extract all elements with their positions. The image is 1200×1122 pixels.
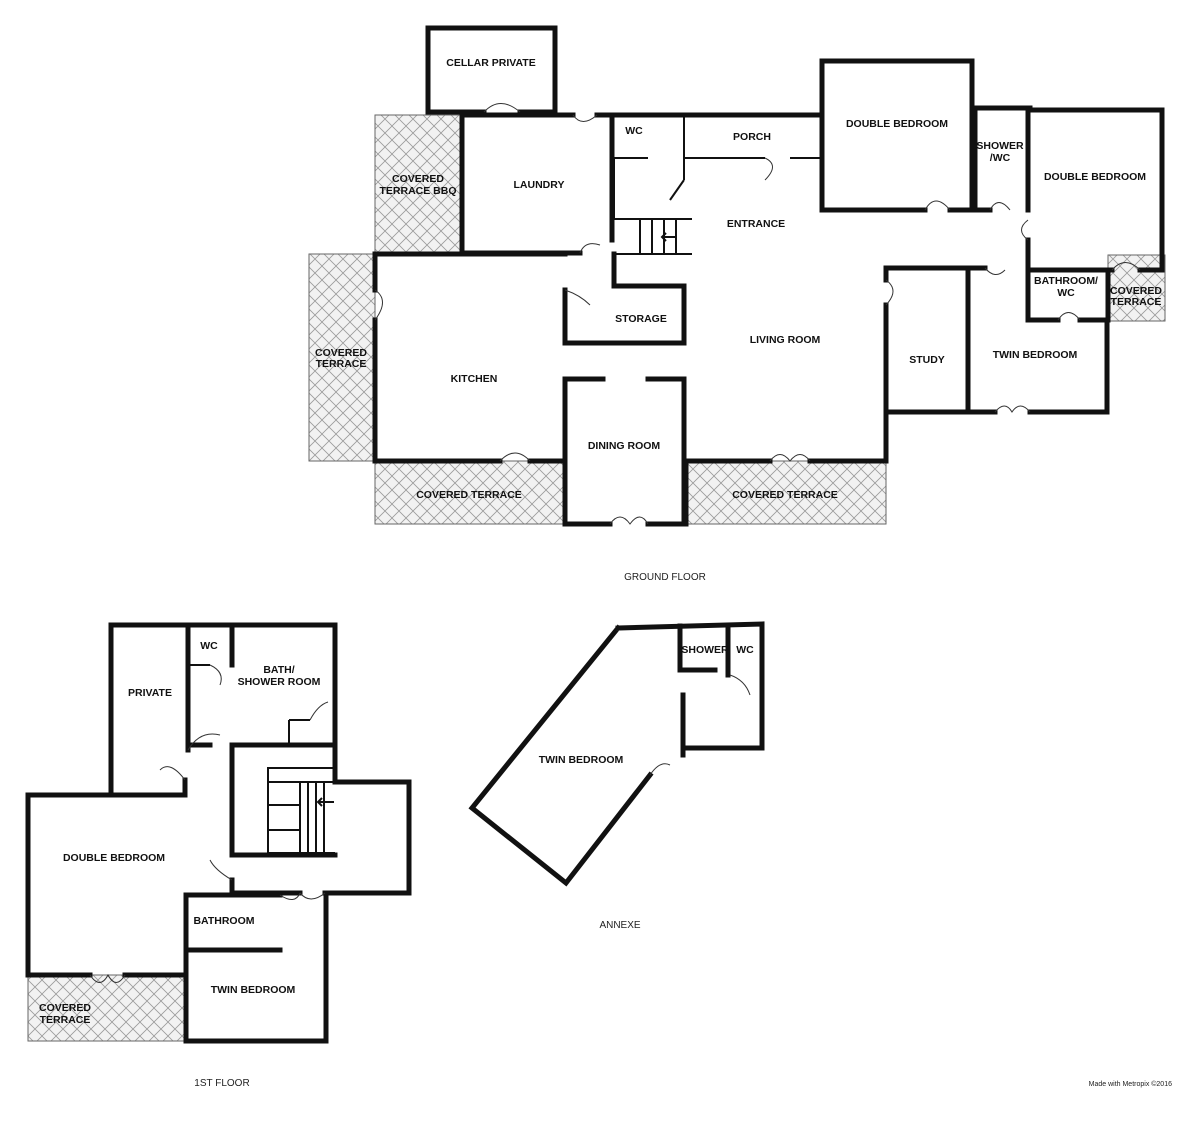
annexe: SHOWER WC TWIN BEDROOM ANNEXE (468, 621, 765, 931)
door-bedroom2 (1021, 219, 1029, 241)
double-bedroom-walls (25, 792, 189, 978)
annexe-shower-walls (677, 623, 731, 751)
label-shower: SHOWER (681, 644, 729, 656)
terrace-bottom-right (685, 460, 887, 525)
label-study: STUDY (909, 354, 945, 366)
door-kitchen-terrace (374, 289, 383, 321)
twin-bedroom-walls (965, 265, 1110, 415)
door-annexe (649, 763, 671, 776)
door-bathroom (279, 892, 301, 900)
door-private-bed (159, 766, 186, 781)
door-study (885, 279, 894, 306)
label-double-bedroom: DOUBLE BEDROOM (63, 852, 165, 864)
door-twin-bottom (994, 405, 1031, 413)
door-storage (564, 289, 591, 306)
label-bathroom: BATHROOM (193, 915, 254, 927)
study-walls (883, 265, 971, 415)
first-terrace (27, 974, 187, 1042)
kitchen-walls (372, 251, 568, 464)
ground-floor-label: GROUND FLOOR (624, 572, 706, 583)
private-walls (108, 622, 191, 798)
label-double-bedroom-2: DOUBLE BEDROOM (1044, 171, 1146, 183)
terrace-bbq (374, 114, 463, 254)
door-laundry-kitchen (579, 243, 601, 254)
wc-inner-walls (613, 158, 685, 219)
door-terrace-right (1111, 262, 1141, 271)
door-shower (989, 202, 1011, 211)
label-bathroom-wc-1: BATHROOM/ (1034, 275, 1098, 287)
label-terrace-left-2: TERRACE (316, 358, 367, 370)
label-wc: WC (200, 640, 218, 652)
label-dining-room: DINING ROOM (588, 440, 661, 452)
terrace-right-small (1107, 254, 1166, 322)
credit: Made with Metropix ©2016 (1089, 1080, 1172, 1088)
door-wc (209, 664, 222, 686)
door-cellar (483, 103, 521, 113)
door-bath (309, 701, 329, 721)
double-bedroom-1-walls (819, 58, 975, 213)
label-terrace-bbq-1: COVERED (392, 173, 444, 185)
door-living-terrace (769, 454, 811, 462)
ground-stairs (614, 218, 692, 255)
ground-stairs-arrow (660, 232, 676, 242)
label-bath-1: BATH/ (263, 664, 294, 676)
door-terrace (89, 973, 126, 983)
label-laundry: LAUNDRY (514, 179, 565, 191)
cellar-walls (425, 25, 558, 115)
dining-walls (562, 376, 687, 527)
first-stairs-arrow (316, 797, 334, 807)
label-terrace-right-1: COVERED (1110, 285, 1162, 297)
label-terrace-right-2: TERRACE (1111, 296, 1162, 308)
double-bedroom-2-walls (1025, 105, 1165, 273)
label-bathroom-wc-2: WC (1057, 287, 1075, 299)
label-terrace-left-1: COVERED (315, 347, 367, 359)
door-kitchen-bottom (499, 452, 531, 462)
label-shower-wc-2: /WC (990, 152, 1011, 164)
door-laundry (572, 114, 598, 122)
first-stairs (267, 767, 336, 854)
first-floor: PRIVATE WC BATH/ SHOWER ROOM DOUBLE BEDR… (25, 622, 412, 1089)
bath-inner (188, 664, 310, 745)
label-terrace-2: TERRACE (40, 1014, 91, 1026)
door-bedroom1 (924, 200, 951, 211)
label-private: PRIVATE (128, 687, 172, 699)
label-terrace-bbq-2: TERRACE BBQ (379, 185, 456, 197)
label-shower-wc-1: SHOWER (976, 140, 1024, 152)
door-dining (609, 516, 649, 525)
door-twin-first (299, 892, 326, 900)
first-floor-label: 1ST FLOOR (194, 1078, 249, 1089)
label-living-room: LIVING ROOM (750, 334, 821, 346)
terrace-left (308, 253, 376, 462)
door-stair-bed (209, 859, 233, 881)
twin-bedroom-walls (183, 890, 329, 1044)
label-twin-bedroom: TWIN BEDROOM (993, 349, 1078, 361)
label-terrace-bottom-left: COVERED TERRACE (416, 489, 522, 501)
storage-walls (562, 251, 687, 346)
label-kitchen: KITCHEN (451, 373, 498, 385)
shower-wc-walls (972, 105, 1031, 213)
label-twin-bedroom: TWIN BEDROOM (211, 984, 296, 996)
ground-floor: CELLAR PRIVATE COVERED TERRACE BBQ LAUND… (308, 25, 1166, 583)
door-porch (764, 157, 773, 181)
door-annexe-wc (729, 674, 751, 696)
door-bathroom-wc (1057, 312, 1081, 321)
label-entrance: ENTRANCE (727, 218, 785, 230)
label-bath-2: SHOWER ROOM (238, 676, 321, 688)
door-private (187, 733, 221, 751)
label-wc: WC (625, 125, 643, 137)
door-twin (984, 267, 1006, 275)
label-terrace-bottom-right: COVERED TERRACE (732, 489, 838, 501)
label-wc: WC (736, 644, 754, 656)
label-terrace-1: COVERED (39, 1002, 91, 1014)
wc-walls (612, 115, 820, 180)
annexe-label: ANNEXE (599, 920, 640, 931)
label-double-bedroom-1: DOUBLE BEDROOM (846, 118, 948, 130)
label-twin-bedroom: TWIN BEDROOM (539, 754, 624, 766)
label-cellar: CELLAR PRIVATE (446, 57, 535, 69)
label-porch: PORCH (733, 131, 771, 143)
label-storage: STORAGE (615, 313, 667, 325)
